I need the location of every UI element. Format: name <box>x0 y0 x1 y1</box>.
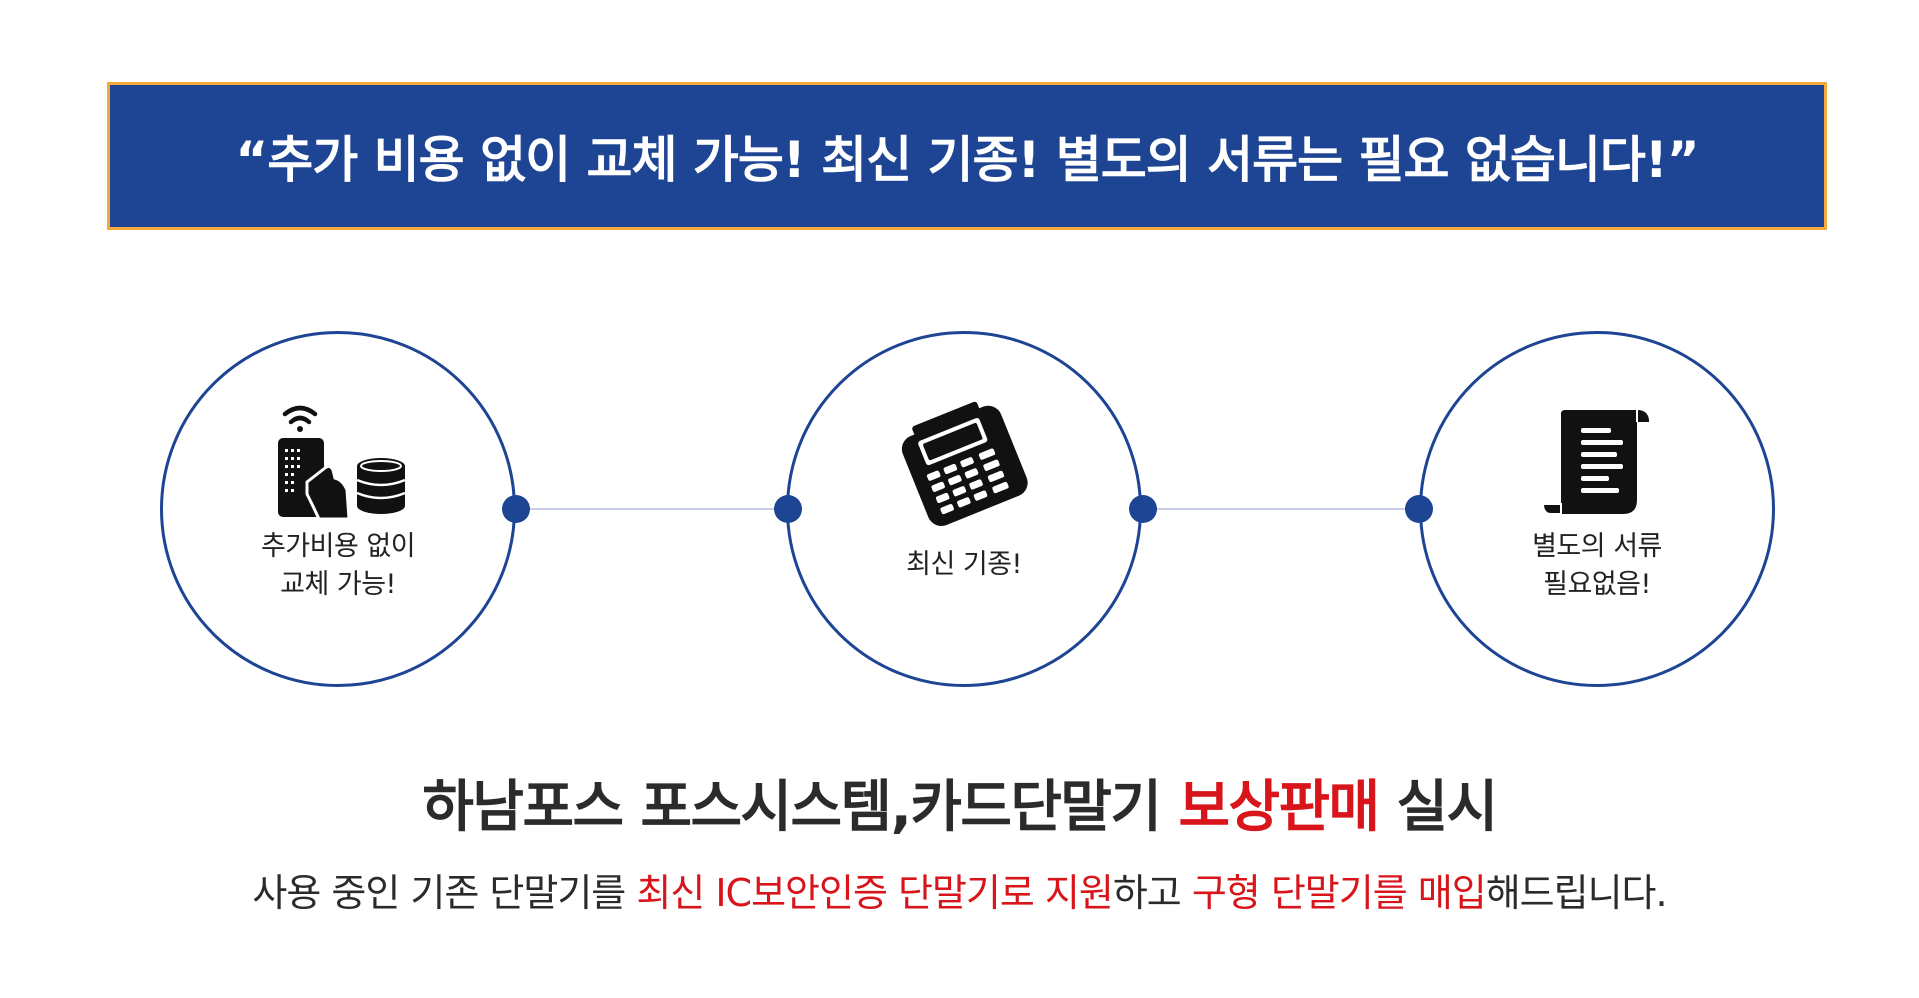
connector-line-1 <box>516 508 788 510</box>
subline-part1: 사용 중인 기존 단말기를 <box>252 871 637 915</box>
feature-label-no-documents: 별도의 서류 필요없음! <box>1532 531 1662 600</box>
connector-dot-2 <box>774 495 802 523</box>
receipt-document-icon <box>1541 410 1649 515</box>
connector-dot-4 <box>1405 495 1433 523</box>
subline-highlight-2: 구형 단말기를 매입 <box>1191 871 1487 915</box>
card-terminal-icon <box>901 401 1028 526</box>
top-banner: “추가 비용 없이 교체 가능! 최신 기종! 별도의 서류는 필요 없습니다!… <box>107 82 1827 230</box>
headline-highlight: 보상판매 <box>1178 775 1380 840</box>
subline-highlight-1: 최신 IC보안인증 단말기로 지원 <box>636 871 1113 915</box>
banner-text: “추가 비용 없이 교체 가능! 최신 기종! 별도의 서류는 필요 없습니다!… <box>235 131 1699 189</box>
feature-label-latest-model: 최신 기종! <box>906 549 1022 580</box>
subline-part3: 해드립니다. <box>1485 871 1668 915</box>
subline: 사용 중인 기존 단말기를 최신 IC보안인증 단말기로 지원하고 구형 단말기… <box>0 862 1919 917</box>
subline-part2: 하고 <box>1112 871 1192 915</box>
headline-part2: 실시 <box>1378 775 1499 840</box>
connector-dot-1 <box>502 495 530 523</box>
feature-circle-no-documents: 별도의 서류 필요없음! <box>1419 331 1775 687</box>
nfc-payment-coins-icon <box>278 405 406 519</box>
feature-label-no-cost: 추가비용 없이 교체 가능! <box>260 531 416 600</box>
headline: 하남포스 포스시스템,카드단말기 보상판매 실시 <box>0 762 1919 843</box>
headline-part1: 하남포스 포스시스템,카드단말기 <box>422 775 1179 840</box>
connector-line-2 <box>1143 508 1419 510</box>
feature-circle-no-cost: 추가비용 없이 교체 가능! <box>160 331 516 687</box>
feature-circle-latest-model: 최신 기종! <box>786 331 1142 687</box>
connector-dot-3 <box>1129 495 1157 523</box>
